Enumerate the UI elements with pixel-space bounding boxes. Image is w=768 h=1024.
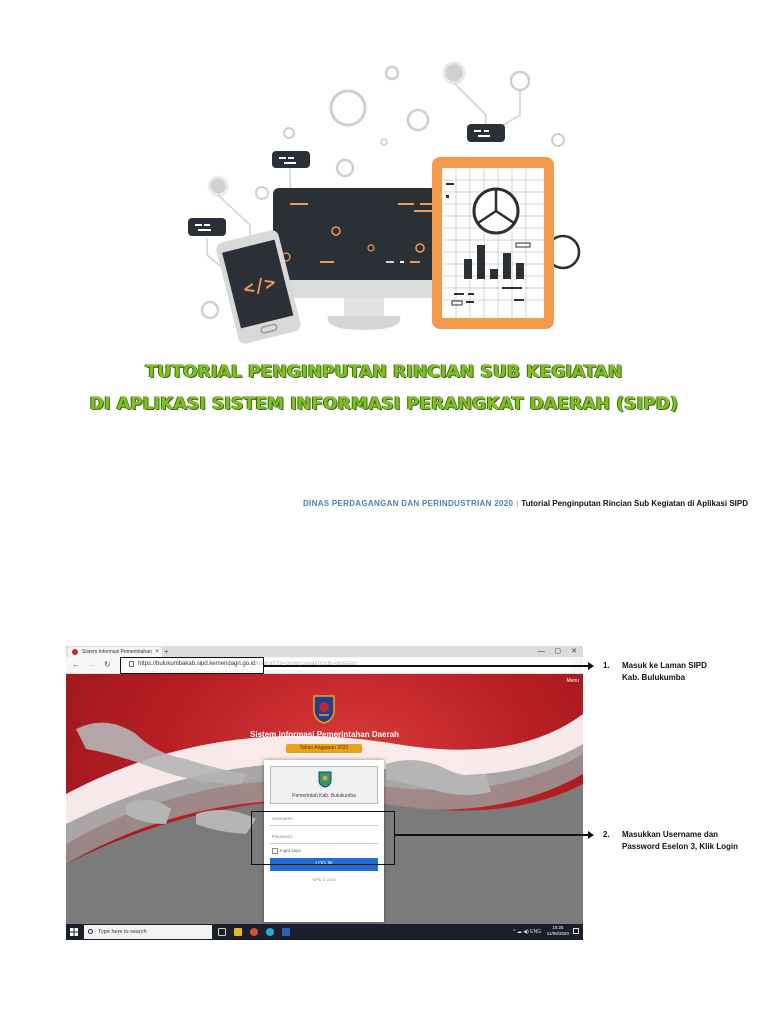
- url-highlight-box: [120, 657, 264, 674]
- taskbar-search[interactable]: Type here to search: [84, 925, 212, 939]
- remember-checkbox[interactable]: [272, 848, 278, 854]
- file-explorer-icon[interactable]: [234, 928, 242, 936]
- deco-circle: [551, 133, 565, 147]
- phone-icon: </>: [216, 230, 301, 344]
- document-header: DINAS PERDAGANGAN DAN PERINDUSTRIAN 2020…: [303, 499, 748, 508]
- browser-screenshot: Sistem Informasi Pemerintahan × + — ▢ ✕ …: [66, 646, 583, 940]
- chat-bubble-icon: [467, 124, 505, 142]
- windows-taskbar: Type here to search ^ ☁ ◀) ENG 10:25 11/…: [66, 924, 583, 940]
- task-view-icon[interactable]: [218, 928, 226, 936]
- deco-circle: [335, 158, 355, 178]
- callout-1-line-2: Kab. Bulukumba: [622, 673, 686, 682]
- callout-2-arrow-icon: [588, 831, 594, 839]
- back-icon[interactable]: ←: [72, 660, 80, 669]
- browser-tab-bar: Sistem Informasi Pemerintahan × + — ▢ ✕: [66, 646, 583, 657]
- clock[interactable]: 10:25 11/08/2020: [547, 925, 569, 937]
- sipd-login-page: Menu Sistem Informasi Pemerintahan Daera…: [66, 674, 583, 924]
- forward-icon[interactable]: →: [88, 660, 96, 669]
- document-title: Tutorial Penginputan Rincian Sub Kegiata…: [521, 499, 748, 508]
- reload-icon[interactable]: ↻: [104, 660, 111, 669]
- word-icon[interactable]: [282, 928, 290, 936]
- edge-icon[interactable]: [266, 928, 274, 936]
- tab-close-icon[interactable]: ×: [155, 649, 159, 655]
- chat-bubble-icon: [188, 218, 226, 236]
- department-name: DINAS PERDAGANGAN DAN PERINDUSTRIAN 2020: [302, 499, 514, 508]
- deco-circle: [255, 186, 269, 200]
- clock-time: 10:25: [552, 925, 564, 930]
- callout-1-text: Masuk ke Laman SIPD Kab. Bulukumba: [622, 660, 762, 684]
- browser-tab[interactable]: Sistem Informasi Pemerintahan ×: [68, 647, 162, 657]
- login-card-header: Pemerintah Kab. Bulukumba: [270, 766, 378, 804]
- year-badge: Tahun Anggaran 2021: [286, 744, 362, 753]
- close-window-icon[interactable]: ✕: [571, 648, 577, 655]
- tutorial-title-line-1: TUTORIAL PENGINPUTAN RINCIAN SUB KEGIATA…: [145, 362, 623, 382]
- clock-date: 11/08/2020: [546, 931, 569, 936]
- header-separator: |: [516, 499, 519, 508]
- system-tray[interactable]: ^ ☁ ◀) ENG: [513, 929, 541, 935]
- remember-label: Ingat saya: [280, 848, 301, 854]
- windows-start-icon[interactable]: [70, 928, 78, 936]
- credentials-highlight-box: [251, 811, 395, 865]
- callout-1-number: 1.: [603, 661, 610, 670]
- deco-circle: [200, 300, 220, 320]
- callout-1-line-1: Masuk ke Laman SIPD: [622, 661, 707, 670]
- deco-circle: [380, 138, 388, 146]
- deco-circle: [329, 89, 367, 127]
- callout-1-arrow-icon: [588, 662, 594, 670]
- government-emblem-icon: [313, 695, 335, 724]
- tutorial-title-line-2: DI APLIKASI SISTEM INFORMASI PERANGKAT D…: [89, 394, 679, 414]
- deco-circle: [207, 175, 229, 197]
- remember-me[interactable]: Ingat saya: [272, 848, 301, 854]
- username-field[interactable]: Username: [270, 812, 378, 826]
- deco-circle: [442, 61, 466, 85]
- favicon-icon: [72, 649, 78, 655]
- url-text: https://bulukumbakab.sipd.kemendagri.go.…: [138, 661, 256, 667]
- notification-icon[interactable]: [573, 928, 579, 934]
- system-title: Sistem Informasi Pemerintahan Daerah: [250, 730, 399, 739]
- search-icon: [88, 929, 93, 934]
- callout-2-line-2: Password Eselon 3, Klik Login: [622, 842, 739, 851]
- chat-bubble-icon: [272, 151, 310, 168]
- tab-title: Sistem Informasi Pemerintahan: [82, 649, 152, 655]
- regency-emblem-icon: [318, 771, 332, 788]
- url-rest: /daerah?a=perencanaan/sub-kegiatan: [255, 661, 357, 667]
- tablet-chart-icon: [432, 157, 554, 329]
- deco-circle: [509, 70, 531, 92]
- lock-icon: [129, 661, 134, 667]
- deco-circle: [406, 108, 430, 132]
- url-field[interactable]: https://bulukumbakab.sipd.kemendagri.go.…: [124, 659, 574, 670]
- taskbar-search-placeholder: Type here to search: [98, 929, 147, 935]
- hero-illustration: </>: [188, 61, 581, 344]
- deco-circle: [384, 65, 400, 81]
- maximize-icon[interactable]: ▢: [554, 648, 561, 655]
- minimize-icon[interactable]: —: [538, 648, 545, 655]
- callout-2-line-1: Masukkan Username dan: [622, 830, 719, 839]
- callout-2-line: [395, 834, 588, 836]
- chrome-icon[interactable]: [250, 928, 258, 936]
- callout-2-number: 2.: [603, 830, 610, 839]
- deco-circle: [283, 127, 295, 139]
- new-tab-icon[interactable]: +: [164, 647, 169, 656]
- callout-1-line: [264, 665, 588, 667]
- callout-2-text: Masukkan Username dan Password Eselon 3,…: [622, 829, 762, 853]
- password-field[interactable]: Password: [270, 830, 378, 844]
- regency-label: Pemerintah Kab. Bulukumba: [292, 793, 356, 799]
- monitor-icon: [273, 188, 455, 330]
- menu-link[interactable]: Menu: [566, 678, 579, 684]
- copyright-text: SIPD © 2020: [312, 877, 336, 882]
